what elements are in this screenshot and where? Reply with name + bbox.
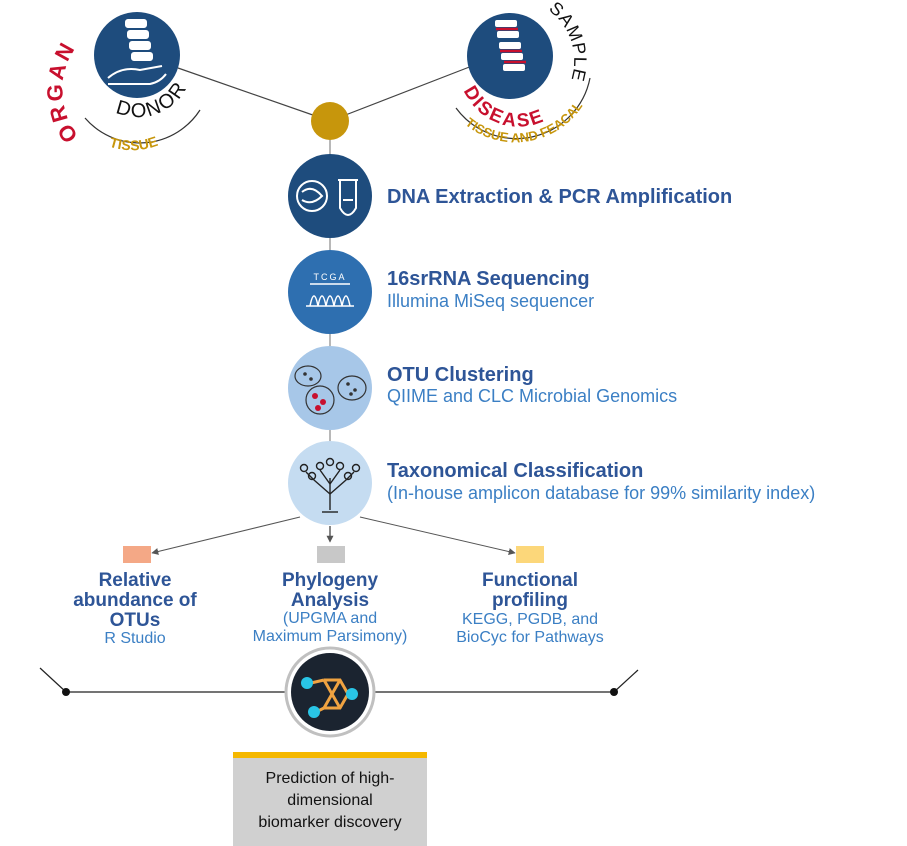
machine-learning-node [284,646,376,738]
abundance-subtitle: R Studio [104,630,166,647]
prediction-text: Prediction of high- dimensional biomarke… [258,770,402,831]
bottom-rail-right-tail [613,669,639,693]
otu-clustering-subtitle: QIIME and CLC Microbial Genomics [387,386,678,406]
step-otu-clustering [288,346,372,430]
phylogeny-title: Phylogeny Analysis [281,570,379,611]
organ-donor-arc [84,109,201,144]
otu-clustering-circle [288,346,372,430]
spine-disease-icon [495,20,526,71]
organ-donor-badge: ORGAN DONOR TISSUE [42,12,201,153]
taxonomy-subtitle: (In-house amplicon database for 99% simi… [387,483,816,503]
branch-marker-functional [516,546,544,563]
taxonomy-title: Taxonomical Classification [387,460,644,482]
step-taxonomy [288,441,372,525]
bottom-rail-left-tail [39,667,67,693]
branch-marker-abundance [123,546,151,563]
dna-extraction-circle [288,154,372,238]
branch-arrow-abundance [151,516,301,555]
functional-subtitle: KEGG, PGDB, and BioCyc for Pathways [456,611,604,646]
functional-title: Functional profiling [481,570,579,611]
disease-sample-arc [455,77,591,140]
prediction-box: Prediction of high- dimensional biomarke… [233,752,427,846]
organ-connector-line [177,67,331,122]
otu-clustering-title: OTU Clustering [387,364,534,386]
spine-hand-icon [107,19,167,85]
disease-connector-line [329,65,473,122]
merge-hub-dot [311,102,349,140]
disease-sample-badge: DISEASE SAMPLE TISSUE AND FEACAL [455,0,591,145]
organ-tissue-tag: TISSUE [108,133,160,153]
sample-word: SAMPLE [546,0,591,84]
abundance-title: Relative abundance of OTUs [73,570,197,631]
step-dna-extraction [288,154,372,238]
sequencing-circle [288,250,372,334]
phylogeny-tree-icon [299,457,361,513]
bottom-rail-right-dot [610,688,618,696]
dna-tube-icon [296,179,358,216]
sequencing-peaks-icon [306,283,354,307]
bottom-rail-left-dot [62,688,70,696]
step-sequencing: TCGA [288,250,372,334]
sequencing-subtitle: Illumina MiSeq sequencer [387,291,595,311]
sequencing-title: 16srRNA Sequencing [387,268,590,290]
tcga-label: TCGA [313,272,346,282]
phylogeny-subtitle: (UPGMA and Maximum Parsimony) [252,610,408,645]
branch-arrow-functional [359,516,516,555]
network-icon [301,677,358,718]
dna-extraction-title: DNA Extraction & PCR Amplification [387,186,733,208]
organ-word: ORGAN [42,36,82,147]
otu-cluster-icon [294,365,367,415]
branch-marker-phylogeny [317,546,345,563]
